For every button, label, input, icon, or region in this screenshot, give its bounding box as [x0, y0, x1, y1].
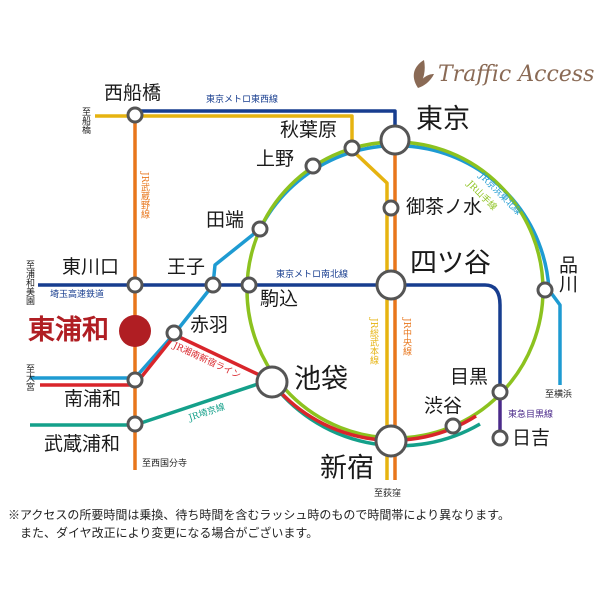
station-marker-ueno[interactable]: [304, 157, 322, 175]
station-label-shinjuku[interactable]: 新宿: [320, 453, 374, 484]
station-label-shibuya[interactable]: 渋谷: [424, 395, 463, 417]
station-label-meguro[interactable]: 目黒: [450, 366, 489, 388]
station-marker-shinagawa[interactable]: [536, 281, 554, 299]
station-label-musashiurawa[interactable]: 武蔵浦和: [44, 433, 121, 455]
direction-nishikokubunji: 至西国分寺: [142, 459, 188, 469]
station-marker-tokyo[interactable]: [379, 124, 411, 156]
footnote-line-1: ※アクセスの所要時間は乗換、待ち時間を含むラッシュ時のもので時間帯により異なりま…: [8, 508, 510, 522]
line-label-musashino: JR武蔵野線: [139, 172, 149, 219]
footnote-line-2: また、ダイヤ改正により変更になる場合がございます。: [8, 526, 319, 540]
station-label-shinagawa[interactable]: 品川: [556, 255, 578, 293]
line-label-chuo: JR中央線: [401, 318, 411, 356]
station-marker-oji[interactable]: [204, 276, 222, 294]
station-marker-hiyoshi[interactable]: [491, 429, 509, 447]
station-marker-yotsuya[interactable]: [375, 269, 407, 301]
direction-omiya: 至大宮: [24, 364, 34, 391]
station-marker-shinjuku[interactable]: [374, 424, 408, 458]
station-marker-meguro[interactable]: [491, 383, 509, 401]
station-label-hiyoshi[interactable]: 日吉: [512, 427, 551, 449]
direction-yokohama: 至横浜: [545, 390, 573, 400]
station-label-akabane[interactable]: 赤羽: [190, 314, 229, 336]
line-namboku: [38, 283, 502, 392]
station-label-ueno[interactable]: 上野: [256, 148, 295, 170]
station-label-ikebukuro[interactable]: 池袋: [294, 364, 348, 395]
station-label-higashiurawa[interactable]: 東浦和: [28, 315, 109, 346]
station-label-oji[interactable]: 王子: [167, 256, 206, 278]
station-label-higashikawaguchi[interactable]: 東川口: [62, 256, 120, 278]
station-label-komagome[interactable]: 駒込: [260, 288, 299, 310]
line-label-saitama-railway: 埼玉高速鉄道: [50, 290, 105, 300]
station-marker-akabane[interactable]: [165, 324, 183, 342]
line-label-tokyu-meguro: 東急目黒線: [508, 410, 554, 420]
line-label-tozai: 東京メトロ東西線: [206, 95, 279, 105]
station-marker-ikebukuro[interactable]: [255, 365, 289, 399]
logo-title: Traffic Access: [438, 62, 595, 87]
station-label-tokyo[interactable]: 東京: [416, 104, 470, 135]
station-marker-komagome[interactable]: [240, 276, 258, 294]
leaf-icon: [413, 60, 434, 88]
station-label-minamiurawa[interactable]: 南浦和: [64, 388, 122, 410]
station-marker-musashiurawa[interactable]: [126, 415, 144, 433]
line-label-namboku: 東京メトロ南北線: [276, 270, 349, 280]
station-marker-akihabara[interactable]: [343, 139, 361, 157]
station-marker-minamiurawa[interactable]: [126, 371, 144, 389]
station-label-akihabara[interactable]: 秋葉原: [280, 119, 338, 141]
station-marker-ochanomizu[interactable]: [382, 199, 400, 217]
station-marker-shibuya[interactable]: [444, 417, 462, 435]
station-label-nishifunabashi[interactable]: 西船橋: [104, 82, 162, 104]
station-marker-higashiurawa[interactable]: [119, 315, 151, 347]
station-marker-nishifunabashi[interactable]: [126, 106, 144, 124]
station-marker-higashikawaguchi[interactable]: [126, 276, 144, 294]
direction-urawamisono: 至浦和美園: [24, 260, 34, 305]
station-marker-tabata[interactable]: [251, 220, 269, 238]
station-label-yotsuya[interactable]: 四ツ谷: [410, 248, 491, 279]
station-label-tabata[interactable]: 田端: [206, 209, 245, 231]
line-label-sobu: JR総武本線: [368, 318, 378, 365]
direction-ogikubo: 至荻窪: [374, 489, 402, 499]
direction-funabashi: 至船橋: [80, 107, 90, 134]
station-label-ochanomizu[interactable]: 御茶ノ水: [406, 196, 483, 218]
